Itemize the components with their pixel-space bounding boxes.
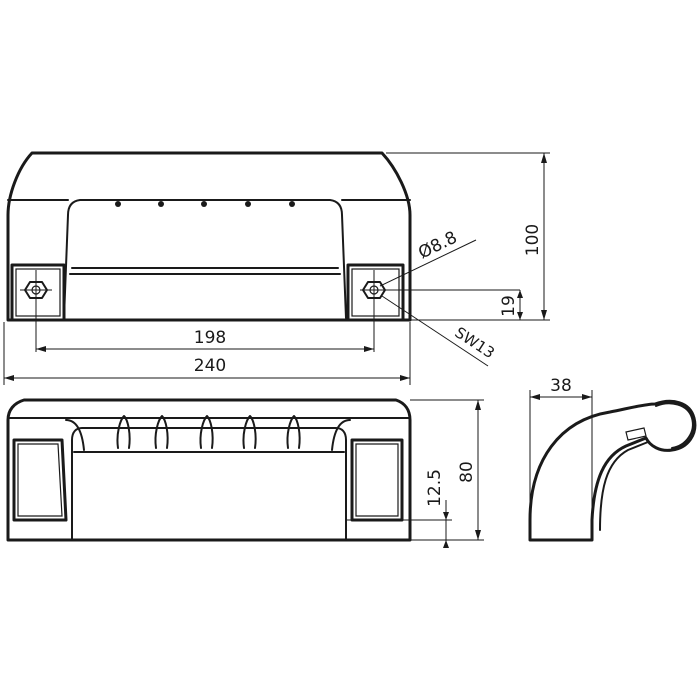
dim-hole-center-height: 19: [499, 290, 523, 320]
dim-front-offset: 12.5: [346, 469, 452, 548]
right-mounting-pocket: [346, 263, 405, 322]
dim-hole-center-height-label: 19: [499, 295, 519, 317]
left-mounting-pocket: [10, 263, 66, 322]
front-view-ribs: [116, 415, 301, 449]
top-view-outline: [6, 151, 412, 322]
dim-side-depth-label: 38: [550, 376, 572, 396]
front-right-pocket: [331, 419, 404, 522]
dim-front-offset-label: 12.5: [425, 469, 445, 507]
side-view: [528, 399, 697, 542]
side-view-knob: [655, 402, 694, 449]
dim-front-height-label: 80: [457, 461, 477, 483]
dim-side-depth: 38: [529, 376, 593, 520]
side-view-inner-edge: [599, 441, 649, 531]
front-left-pocket: [12, 419, 85, 522]
top-view-grip-recess: [63, 199, 347, 319]
side-view-outline: [528, 399, 697, 542]
dim-overall-length-label: 240: [194, 356, 226, 376]
side-view-slot: [625, 427, 647, 441]
dim-hole-diameter: Ø8.8: [379, 228, 477, 287]
dim-height-top: 100: [386, 152, 550, 321]
dim-front-height: 80: [410, 399, 484, 541]
dim-hole-spacing-label: 198: [194, 328, 226, 348]
dim-hole-spacing: 198: [36, 328, 374, 352]
dim-overall-length: 240: [3, 322, 411, 385]
front-view-outline: [6, 398, 412, 542]
top-view: [6, 151, 520, 352]
front-view-recess: [71, 427, 347, 541]
top-view-rib-marks: [115, 201, 295, 207]
dim-height-top-label: 100: [523, 224, 543, 256]
front-view: [6, 398, 412, 542]
dim-wrench-size-label: SW13: [452, 323, 498, 362]
